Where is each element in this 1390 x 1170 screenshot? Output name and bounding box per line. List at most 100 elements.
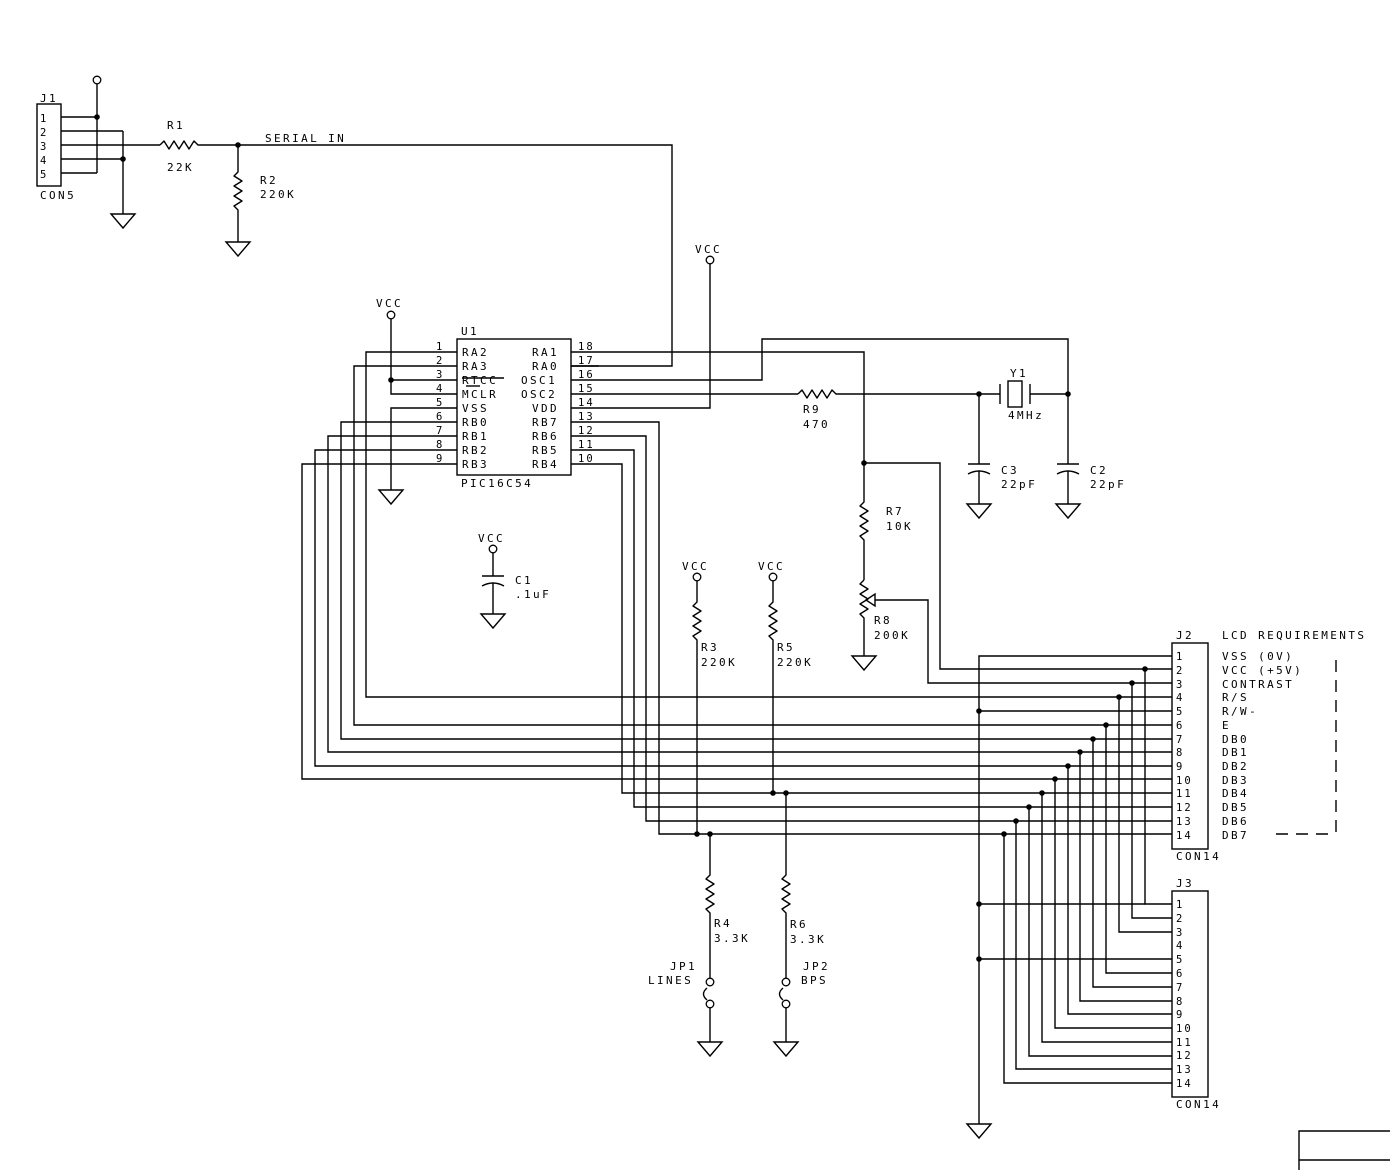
- u1-pin-num: 7: [436, 425, 444, 437]
- u1-pin-name: RA0: [532, 360, 559, 373]
- lcd-item: VSS (0V): [1222, 650, 1294, 663]
- serial-in-net: [238, 144, 673, 367]
- j3-pin: 8: [1176, 996, 1184, 1008]
- u1-pin-name: RB1: [462, 430, 489, 443]
- j3-pin: 13: [1176, 1064, 1193, 1076]
- u1-pin-name: RB7: [532, 416, 559, 429]
- u1-pin-name: RB6: [532, 430, 559, 443]
- lcd-item: DB6: [1222, 815, 1249, 828]
- j2-type: CON14: [1176, 850, 1221, 863]
- u1-pin-num: 16: [578, 369, 595, 381]
- vcc-terminal-icon: [386, 310, 396, 320]
- u1-pin-name: RA2: [462, 346, 489, 359]
- u1-pin-num: 10: [578, 453, 595, 465]
- resistor-r3: VCC R3 220K: [682, 560, 737, 834]
- y1-value: 4MHz: [1008, 409, 1044, 422]
- u1-pin-num: 8: [436, 439, 444, 451]
- j3-pin: 9: [1176, 1009, 1184, 1021]
- vcc-terminal-icon: [488, 544, 498, 554]
- ic-u1: U1 PIC16C54 1 2 3 4 5 6 7 8 9 RA2 R: [429, 325, 599, 490]
- u1-pin-name: RB2: [462, 444, 489, 457]
- crystal-y1: Y1 4MHz: [999, 367, 1068, 422]
- u1-pin-name: RTCC: [462, 374, 498, 387]
- u1-pin-num: 13: [578, 411, 595, 423]
- j1-pin-5: 5: [40, 169, 48, 181]
- j1-pin-2: 2: [40, 127, 48, 139]
- c1-value: .1uF: [515, 588, 551, 601]
- j1-wiring: [61, 75, 160, 230]
- lcd-requirements: LCD REQUIREMENTS VSS (0V) VCC (+5V) CONT…: [1222, 629, 1364, 842]
- vcc-label-vdd: VCC: [695, 243, 722, 256]
- vcc-label-r5: VCC: [758, 560, 785, 573]
- ground-icon: [224, 241, 252, 258]
- c2-value: 22pF: [1090, 478, 1126, 491]
- jumper-jp1[interactable]: JP1 LINES: [648, 960, 724, 1058]
- j2-pin: 9: [1176, 761, 1184, 773]
- j3-pin: 12: [1176, 1050, 1193, 1062]
- j2-pin: 4: [1176, 692, 1184, 704]
- r7-ref: R7: [886, 505, 904, 518]
- u1-pin-num: 1: [436, 341, 444, 353]
- resistor-r6: R6 3.3K: [781, 793, 824, 978]
- j3-pin: 1: [1176, 899, 1184, 911]
- resistor-r5: VCC R5 220K: [758, 560, 811, 793]
- r4-ref: R4: [714, 917, 732, 930]
- j2-pin: 11: [1176, 788, 1193, 800]
- serial-in-label: SERIAL IN: [265, 132, 346, 145]
- r2-ref: R2: [260, 174, 278, 187]
- j3-pin: 7: [1176, 982, 1184, 994]
- j2-pin: 2: [1176, 665, 1184, 677]
- u1-pin-name: VSS: [462, 402, 489, 415]
- j1-type: CON5: [40, 189, 76, 202]
- resistor-r7: R7 10K: [859, 463, 913, 580]
- vcc-terminal-icon: [692, 572, 702, 582]
- u1-pin-num: 6: [436, 411, 444, 423]
- lcd-item: DB7: [1222, 829, 1249, 842]
- c3-ref: C3: [1001, 464, 1019, 477]
- vcc-label-u1: VCC: [376, 297, 403, 310]
- r3-ref: R3: [701, 641, 719, 654]
- r3-value: 220K: [701, 656, 737, 669]
- lcd-item: DB0: [1222, 733, 1249, 746]
- jp1-label: LINES: [648, 974, 693, 987]
- lcd-item: DB1: [1222, 746, 1249, 759]
- j1-pin-3: 3: [40, 141, 48, 153]
- c3-value: 22pF: [1001, 478, 1037, 491]
- u1-pin-num: 4: [436, 383, 444, 395]
- resistor-r4: R4 3.3K: [705, 834, 750, 978]
- u1-pin-num: 18: [578, 341, 595, 353]
- u1-ref: U1: [461, 325, 479, 338]
- jp2-label: BPS: [801, 974, 828, 987]
- r4-value: 3.3K: [714, 932, 750, 945]
- title-block: [1298, 1130, 1390, 1170]
- vcc-label-r3: VCC: [682, 560, 709, 573]
- j3-pin: 6: [1176, 968, 1184, 980]
- j3-pin: 11: [1176, 1037, 1193, 1049]
- j3-ref: J3: [1176, 877, 1194, 890]
- u1-part: PIC16C54: [461, 477, 533, 490]
- u1-pin-num: 9: [436, 453, 444, 465]
- ground-icon: [772, 1041, 800, 1058]
- connector-j3: J3 1 2 3 4 5 6 7 8 9 10 11 12 13 14 CON1…: [1171, 877, 1219, 1111]
- lcd-item: DB3: [1222, 774, 1249, 787]
- ground-icon: [696, 1041, 724, 1058]
- lcd-item: E: [1222, 719, 1231, 732]
- u1-pin-name: MCLR: [462, 388, 498, 401]
- jp2-ref: JP2: [803, 960, 830, 973]
- u1-pin-name: VDD: [532, 402, 559, 415]
- j2-pin: 5: [1176, 706, 1184, 718]
- r1-ref: R1: [167, 119, 185, 132]
- r9-value: 470: [803, 418, 830, 431]
- r7-value: 10K: [886, 520, 913, 533]
- r8-ref: R8: [874, 614, 892, 627]
- j2-pin: 7: [1176, 734, 1184, 746]
- j3-pin: 14: [1176, 1078, 1193, 1090]
- j3-pin: 2: [1176, 913, 1184, 925]
- c2-ref: C2: [1090, 464, 1108, 477]
- u1-pin-num: 3: [436, 369, 444, 381]
- jumper-jp2[interactable]: JP2 BPS: [772, 960, 830, 1058]
- resistor-r1: R1 22K: [159, 119, 238, 174]
- j2-pin: 10: [1176, 775, 1193, 787]
- j3-pin: 10: [1176, 1023, 1193, 1035]
